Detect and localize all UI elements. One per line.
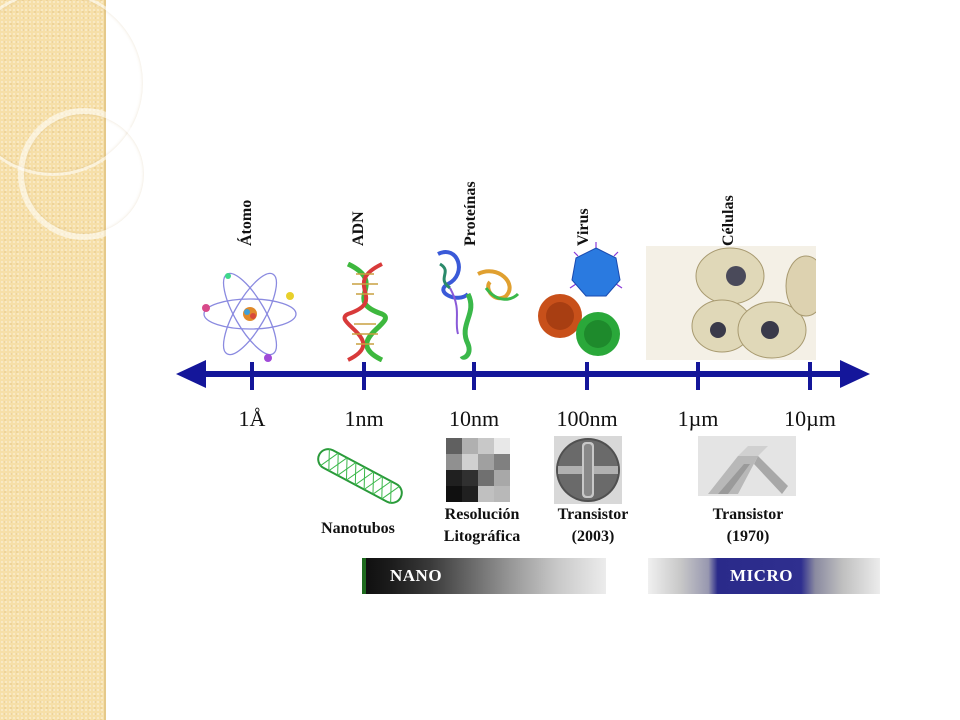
- micro-bar: MICRO: [648, 558, 880, 594]
- protein-image: [437, 250, 520, 360]
- tick-label-1nm: 1nm: [344, 406, 384, 431]
- label-virus: Virus: [575, 208, 592, 246]
- nano-bar-label: NANO: [390, 566, 443, 585]
- lithography-image: [446, 438, 510, 502]
- tick-label-10um: 10µm: [784, 406, 836, 431]
- cells-image: [646, 246, 816, 360]
- nanotube-image: [317, 448, 403, 504]
- label-proteinas: Proteínas: [462, 181, 479, 246]
- side-decoration-band: [0, 0, 150, 720]
- label-celulas: Células: [720, 195, 737, 246]
- atom-image: [202, 272, 297, 362]
- caption-transistor-1970-line2: (1970): [726, 528, 770, 546]
- caption-resolucion-line2: Litográfica: [443, 528, 521, 546]
- scale-axis: [176, 360, 870, 390]
- tick-label-1um: 1µm: [677, 406, 719, 431]
- nano-bar: NANO: [362, 558, 606, 594]
- right-arrow-icon: [840, 360, 870, 388]
- caption-transistor-2003-line1: Transistor: [557, 506, 629, 523]
- caption-transistor-2003-line2: (2003): [571, 528, 615, 546]
- caption-transistor-1970: Transistor (1970): [713, 504, 784, 549]
- tick-label-1a: 1Å: [238, 406, 266, 431]
- dna-image: [342, 262, 388, 362]
- left-arrow-icon: [176, 360, 206, 388]
- caption-transistor-2003: Transistor (2003): [558, 504, 629, 549]
- micro-bar-label: MICRO: [730, 566, 793, 585]
- caption-transistor-1970-line1: Transistor: [712, 506, 784, 523]
- caption-resolucion: Resolución Litográfica: [444, 504, 520, 549]
- label-adn: ADN: [350, 211, 367, 246]
- tick-label-100nm: 100nm: [556, 406, 618, 431]
- tick-label-10nm: 10nm: [448, 406, 500, 431]
- caption-resolucion-line1: Resolución: [444, 506, 520, 523]
- decorative-ring: [18, 108, 150, 240]
- label-atomo: Átomo: [238, 199, 255, 246]
- caption-nanotubos-line1: Nanotubos: [321, 520, 395, 537]
- caption-nanotubos: Nanotubos: [321, 518, 395, 540]
- nano-bar-edge: [362, 558, 366, 594]
- transistor-2003-image: [554, 436, 622, 504]
- transistor-1970-image: [698, 436, 796, 496]
- virus-image: [538, 242, 623, 356]
